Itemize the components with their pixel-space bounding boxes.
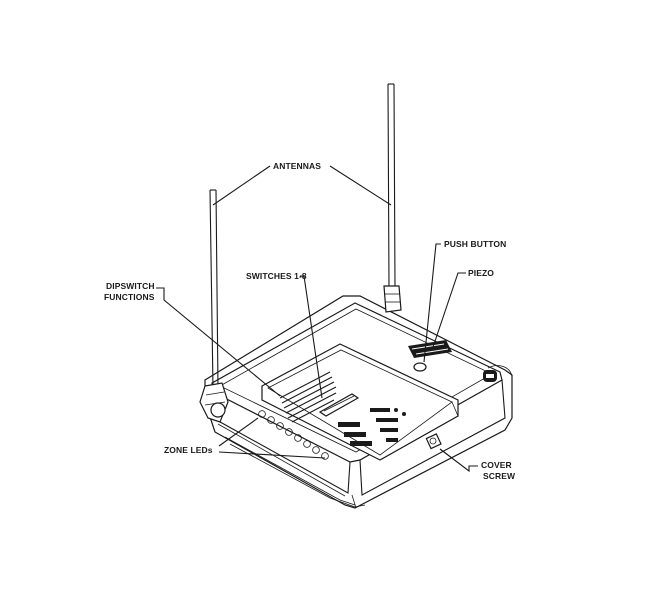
push-button: [413, 362, 427, 372]
zone-leds-label: ZONE LEDs: [164, 445, 213, 455]
piezo-label: PIEZO: [468, 268, 494, 278]
antennas-label: ANTENNAS: [273, 161, 321, 171]
right-antenna: [383, 83, 402, 313]
switch-bank: [318, 393, 372, 446]
dipswitch-functions-label-line1: DIPSWITCH: [106, 281, 155, 291]
cover-screw: [425, 433, 442, 450]
status-markings: [370, 408, 406, 442]
push-button-label: PUSH BUTTON: [444, 239, 506, 249]
dipswitch-text-block: [279, 371, 337, 423]
switches-label: SWITCHES 1-8: [246, 271, 307, 281]
left-antenna: [199, 189, 229, 423]
zone-led-row: [258, 410, 329, 460]
cover-screw-label-line1: COVER: [481, 460, 512, 470]
badge-icon: [483, 370, 497, 382]
leader-lines: [156, 165, 478, 473]
cover-screw-label-line2: SCREW: [483, 471, 516, 481]
piezo-logo-mark: [408, 340, 452, 358]
dipswitch-functions-label-line2: FUNCTIONS: [104, 292, 155, 302]
